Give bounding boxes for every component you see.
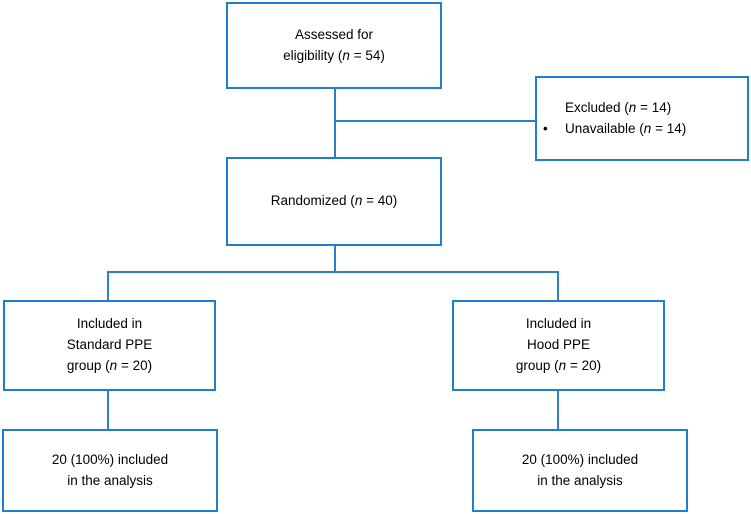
standard-analysis-line1: 20 (100%) included: [51, 451, 169, 467]
hood-ppe-analysis-box: 20 (100%) included in the analysis: [472, 429, 688, 512]
excluded-line2-prefix: Unavailable (: [565, 120, 644, 136]
hood-ppe-group-box: Included in Hood PPE group (n = 20): [452, 300, 665, 391]
randomized-suffix: = 40): [362, 193, 398, 209]
standard-ppe-n-italic: n: [109, 357, 118, 373]
hood-ppe-line3-suffix: = 20): [566, 357, 602, 373]
hood-ppe-line1: Included in: [525, 316, 592, 332]
connector-standard-ppe-to-analysis: [107, 390, 109, 430]
bullet-icon: •: [543, 120, 548, 136]
hood-analysis-line1: 20 (100%) included: [521, 451, 639, 467]
excluded-box: Excluded (n = 14) •Unavailable (n = 14): [535, 76, 749, 161]
hood-analysis-line2: in the analysis: [537, 472, 623, 488]
excluded-count-line: Excluded (n = 14): [543, 98, 741, 119]
connector-randomized-stem: [334, 245, 336, 272]
standard-ppe-line3-prefix: group (: [66, 357, 110, 373]
excluded-line2-suffix: = 14): [651, 120, 687, 136]
assessed-line1: Assessed for: [294, 26, 374, 42]
excluded-reason-n-italic: n: [643, 120, 652, 136]
standard-ppe-line3-suffix: = 20): [117, 357, 153, 373]
connector-assessed-to-randomized: [334, 88, 336, 158]
excluded-reason-line: • Unavailable (n = 14): [543, 119, 741, 140]
standard-ppe-line1: Included in: [76, 316, 143, 332]
assessed-line2-prefix: eligibility (: [283, 47, 343, 63]
hood-ppe-n-italic: n: [558, 357, 567, 373]
assessed-for-eligibility-box: Assessed for eligibility (n = 54): [226, 2, 442, 89]
randomized-prefix: Randomized (: [270, 193, 355, 209]
connector-randomized-branch-bar: [107, 271, 559, 273]
standard-ppe-group-box: Included in Standard PPE group (n = 20): [3, 300, 216, 391]
hood-ppe-line2: Hood PPE: [526, 337, 591, 353]
assessed-line2-suffix: = 54): [349, 47, 385, 63]
standard-ppe-line2: Standard PPE: [66, 337, 153, 353]
excluded-line1-suffix: = 14): [636, 99, 672, 115]
randomized-n-italic: n: [354, 193, 363, 209]
randomized-box: Randomized (n = 40): [226, 157, 442, 246]
standard-ppe-analysis-box: 20 (100%) included in the analysis: [2, 429, 218, 512]
excluded-line1-prefix: Excluded (: [565, 99, 629, 115]
assessed-n-italic: n: [342, 47, 350, 63]
hood-ppe-line3-prefix: group (: [515, 357, 559, 373]
connector-branch-to-hood-ppe: [557, 271, 559, 301]
connector-assessed-to-excluded: [334, 120, 537, 122]
excluded-n-italic: n: [628, 99, 637, 115]
connector-branch-to-standard-ppe: [107, 271, 109, 301]
standard-analysis-line2: in the analysis: [67, 472, 153, 488]
connector-hood-ppe-to-analysis: [557, 390, 559, 430]
